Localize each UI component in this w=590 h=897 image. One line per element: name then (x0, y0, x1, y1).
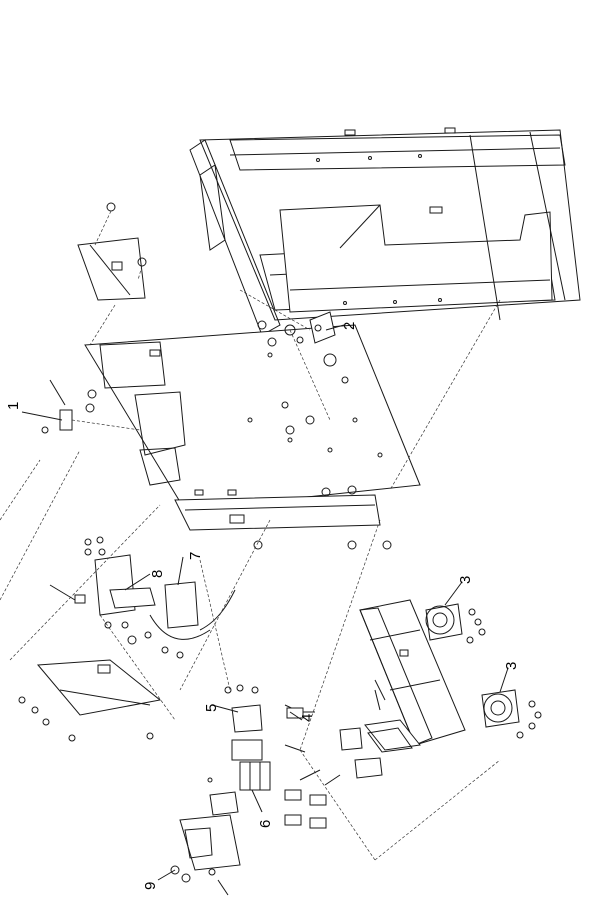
callout-5: 5 (203, 704, 220, 712)
callout-7: 7 (187, 552, 204, 560)
main-frame-assembly (190, 128, 580, 335)
lower-right-frame (300, 600, 500, 860)
callout-9: 9 (142, 882, 159, 890)
main-plate-assembly (85, 321, 420, 549)
part-8-bracket (50, 537, 155, 628)
top-bracket-assembly (78, 203, 146, 300)
callout-3-upper: 3 (457, 576, 474, 584)
callout-1: 1 (5, 402, 22, 410)
callout-6: 6 (257, 820, 274, 828)
part-3-motor-lower (482, 690, 541, 738)
callout-4: 4 (299, 714, 316, 722)
callout-3-lower: 3 (503, 662, 520, 670)
callout-8: 8 (149, 570, 166, 578)
part-3-motor-upper (426, 604, 485, 643)
callout-2: 2 (341, 322, 358, 330)
